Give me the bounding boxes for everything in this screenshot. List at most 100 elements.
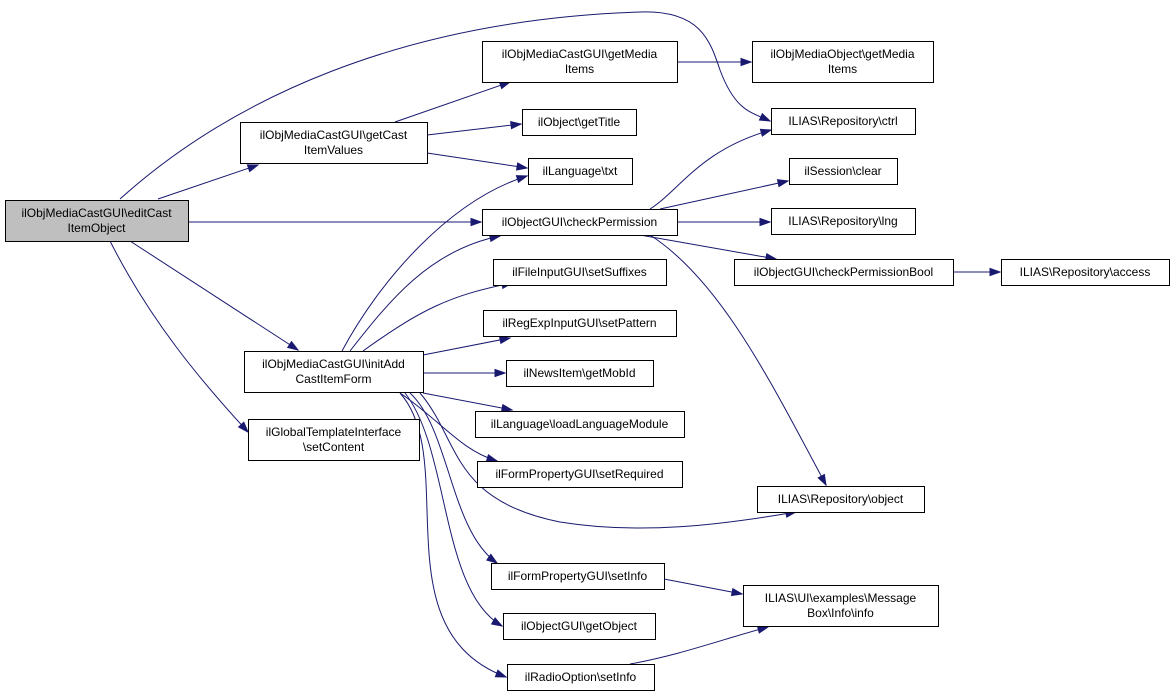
edge-getCastItemValues-to-getTitle (426, 121, 523, 136)
node-box (757, 486, 925, 513)
arrowhead-icon (237, 421, 250, 434)
node-label: ilObjectGUI\checkPermission (502, 215, 657, 229)
node-setRequired[interactable]: ilFormPropertyGUI\setRequired (477, 461, 683, 488)
node-label: ItemObject (67, 221, 126, 235)
node-label: ilSession\clear (804, 164, 881, 178)
node-box (482, 209, 678, 236)
edge-line (649, 234, 827, 486)
node-box (240, 122, 428, 164)
edge-checkPermission-to-lng (677, 217, 772, 227)
node-label: ItemValues (304, 143, 363, 157)
node-box (789, 158, 898, 185)
edge-initAdd-to-getObject (404, 392, 504, 627)
node-getTitle[interactable]: ilObject\getTitle (522, 109, 637, 136)
edge-line (404, 392, 503, 627)
node-box (771, 108, 916, 135)
edge-getCastItemValues-to-getMediaItems (394, 81, 512, 123)
node-label: ILIAS\Repository\lng (788, 214, 897, 228)
edge-initAdd-to-txt (341, 175, 529, 352)
arrowhead-icon (470, 217, 483, 227)
edge-line (119, 11, 771, 200)
node-box (493, 259, 667, 286)
node-box (244, 351, 424, 393)
node-box (752, 41, 934, 83)
node-setContent[interactable]: ilGlobalTemplateInterface\setContent (248, 419, 420, 461)
edge-editCast-to-checkPermission (188, 217, 483, 227)
node-box (491, 563, 665, 590)
node-box (248, 419, 420, 461)
edge-editCast-to-setContent (109, 240, 250, 434)
node-box (506, 360, 654, 387)
node-label: ilFormPropertyGUI\setRequired (495, 467, 663, 481)
edge-initAdd-to-setPattern (422, 335, 512, 356)
edge-initAdd-to-formSetInfo (409, 392, 499, 564)
edge-checkPermission-to-ctrl (649, 128, 773, 210)
node-label: ilFileInputGUI\setSuffixes (512, 265, 647, 279)
node-label: CastItemForm (295, 372, 371, 386)
edge-editCast-to-initAdd (129, 240, 300, 351)
edge-editCast-to-ctrl (119, 11, 772, 200)
node-getObject[interactable]: ilObjectGUI\getObject (503, 613, 656, 640)
edge-initAdd-to-loadLanguageModule (422, 392, 514, 413)
edge-line (629, 626, 769, 665)
arrowhead-icon (515, 175, 529, 184)
node-formSetInfo[interactable]: ilFormPropertyGUI\setInfo (491, 563, 665, 590)
node-label: ilObjectGUI\getObject (521, 619, 638, 633)
node-box (522, 109, 637, 136)
edge-line (422, 337, 511, 356)
node-label: ilLanguage\txt (543, 164, 618, 178)
node-label: ilRegExpInputGUI\setPattern (502, 316, 656, 330)
arrowhead-icon (485, 553, 499, 564)
node-getMobId[interactable]: ilNewsItem\getMobId (506, 360, 654, 387)
edge-line (409, 392, 498, 564)
node-checkPermissionBool[interactable]: ilObjectGUI\checkPermissionBool (734, 259, 954, 286)
node-label: ILIAS\UI\examples\Message (765, 591, 917, 605)
arrowhead-icon (485, 453, 499, 463)
edge-editCast-to-getCastItemValues (157, 164, 260, 200)
node-setSuffixes[interactable]: ilFileInputGUI\setSuffixes (493, 259, 667, 286)
edge-line (649, 129, 772, 210)
arrowhead-icon (510, 121, 523, 130)
edge-line (399, 392, 498, 462)
arrowhead-icon (500, 403, 514, 413)
node-repoObject[interactable]: ILIAS\Repository\object (757, 486, 925, 513)
node-label: ilObjMediaCastGUI\editCast (21, 206, 172, 220)
node-setPattern[interactable]: ilRegExpInputGUI\setPattern (483, 310, 677, 337)
node-box (1001, 259, 1170, 286)
node-label: \setContent (303, 440, 365, 454)
edge-line (426, 123, 522, 136)
node-box (528, 158, 633, 185)
node-label: Items (828, 62, 857, 76)
node-radioSetInfo[interactable]: ilRadioOption\setInfo (507, 664, 655, 691)
node-box (771, 208, 916, 235)
node-box (475, 411, 685, 438)
edge-line (109, 240, 249, 433)
arrowhead-icon (246, 164, 260, 173)
edge-line (362, 282, 513, 352)
node-label: ILIAS\Repository\object (778, 492, 904, 506)
arrowhead-icon (756, 625, 770, 634)
arrowhead-icon (759, 217, 772, 227)
node-sessionClear[interactable]: ilSession\clear (789, 158, 898, 185)
edge-getCastItemValues-to-txt (426, 152, 529, 171)
node-access[interactable]: ILIAS\Repository\access (1001, 259, 1170, 286)
edge-line (659, 180, 789, 210)
node-label: ilGlobalTemplateInterface (266, 425, 402, 439)
edge-line (419, 392, 797, 529)
node-checkPermission[interactable]: ilObjectGUI\checkPermission (482, 209, 678, 236)
node-label: ilObjMediaCastGUI\initAdd (262, 357, 405, 371)
edges-layer (109, 11, 1002, 678)
node-txt[interactable]: ilLanguage\txt (528, 158, 633, 185)
node-loadLanguageModule[interactable]: ilLanguage\loadLanguageModule (475, 411, 685, 438)
arrowhead-icon (286, 340, 300, 351)
node-ctrl[interactable]: ILIAS\Repository\ctrl (771, 108, 916, 135)
arrowhead-icon (759, 128, 773, 137)
node-lng[interactable]: ILIAS\Repository\lng (771, 208, 916, 235)
